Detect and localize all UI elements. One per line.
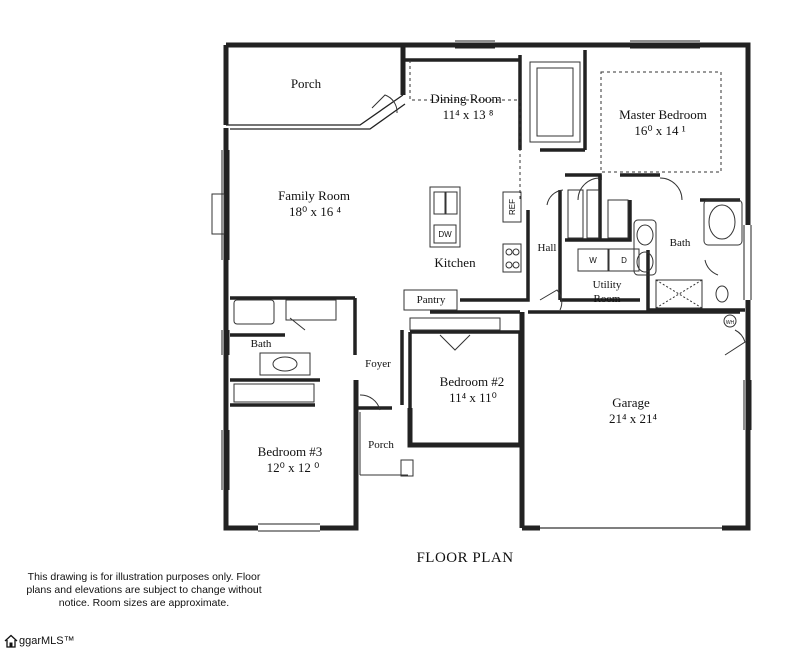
- bedroom-3-size: 12⁰ x 12 ⁰: [267, 460, 320, 475]
- bedroom-2-label: Bedroom #2: [440, 374, 505, 389]
- bath-2-label: Bath: [251, 338, 272, 350]
- porch-top: [226, 94, 406, 130]
- water-heater-label: WH: [726, 320, 735, 326]
- interior-walls: [230, 50, 745, 445]
- dining-room-label: Dining Room: [430, 91, 501, 106]
- disclaimer-text: This drawing is for illustration purpose…: [26, 571, 262, 609]
- bedroom-2-size: 11⁴ x 11⁰: [449, 390, 497, 405]
- refrigerator-label: REF: [508, 199, 517, 215]
- dining-room-size: 11⁴ x 13 ⁸: [443, 107, 494, 122]
- dishwasher-label: DW: [438, 230, 452, 239]
- family-room-size: 18⁰ x 16 ⁴: [289, 204, 341, 219]
- utility-room-label-1: Utility: [593, 279, 622, 291]
- brand-logo: ggarMLS™: [4, 634, 75, 648]
- master-bedroom-label: Master Bedroom: [619, 107, 707, 122]
- hall-label: Hall: [538, 242, 557, 254]
- plan-details: [211, 60, 746, 477]
- house-icon: [4, 634, 18, 648]
- porch-top-label: Porch: [291, 76, 322, 91]
- garage-label: Garage: [612, 395, 650, 410]
- bedroom-3-label: Bedroom #3: [258, 444, 323, 459]
- utility-room-label-2: Room: [594, 293, 621, 305]
- windows: [221, 40, 752, 532]
- master-bath-label: Bath: [670, 237, 691, 249]
- floor-plan-title: FLOOR PLAN: [416, 550, 514, 566]
- washer-label: W: [589, 256, 597, 265]
- kitchen-label: Kitchen: [434, 255, 476, 270]
- garage-size: 21⁴ x 21⁴: [609, 411, 658, 426]
- dryer-label: D: [621, 256, 627, 265]
- foyer-label: Foyer: [365, 358, 391, 370]
- pantry-label: Pantry: [417, 294, 446, 306]
- master-bedroom-size: 16⁰ x 14 ¹: [634, 123, 685, 138]
- family-room-label: Family Room: [278, 188, 350, 203]
- porch-front-label: Porch: [368, 439, 394, 451]
- brand-name: ggarMLS™: [19, 635, 75, 647]
